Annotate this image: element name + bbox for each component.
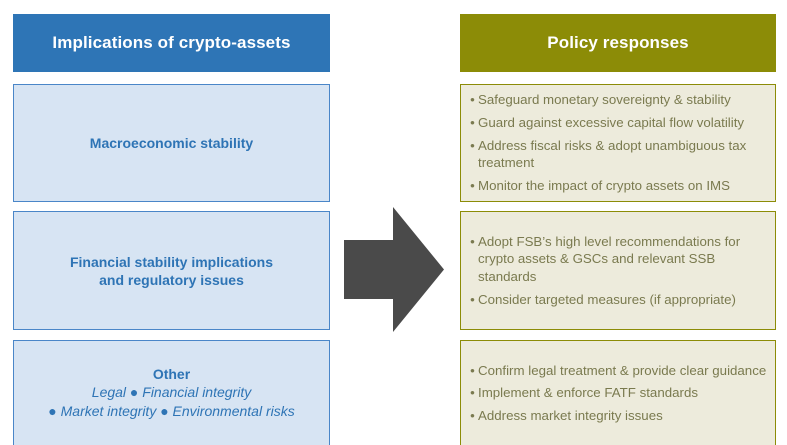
right-block-arrow-icon — [344, 207, 444, 332]
list-item-label: Monitor the impact of crypto assets on I… — [478, 178, 731, 194]
list-item: • Confirm legal treatment & provide clea… — [467, 362, 767, 380]
list-item: • Safeguard monetary sovereignty & stabi… — [467, 91, 767, 109]
list-item: • Guard against excessive capital flow v… — [467, 114, 767, 132]
bullet-icon: • — [470, 92, 475, 108]
implication-box-title: Other — [152, 366, 191, 382]
bullet-icon: • — [470, 178, 475, 194]
left-column-header-label: Implications of crypto-assets — [52, 33, 291, 52]
implication-box-financial-stability: Financial stability implications and reg… — [13, 211, 330, 330]
implication-box-title-line2: and regulatory issues — [99, 271, 244, 288]
implication-box-macroeconomic-stability: Macroeconomic stability — [13, 84, 330, 202]
implication-box-subtitle-line1: Legal ● Financial integrity — [91, 384, 252, 400]
right-block-arrow — [344, 207, 444, 332]
list-item-label: Implement & enforce FATF standards — [478, 385, 698, 401]
implication-box-subtitle-line2: ● Market integrity ● Environmental risks — [48, 403, 295, 419]
list-item: • Address market integrity issues — [467, 407, 767, 425]
policy-box-financial-stability: • Adopt FSB’s high level recommendations… — [460, 211, 776, 330]
list-item-label: Consider targeted measures (if appropria… — [478, 291, 736, 307]
bullet-icon: • — [470, 385, 475, 401]
bullet-icon: • — [470, 233, 475, 249]
right-column-header: Policy responses — [460, 14, 776, 72]
implication-box-other: Other Legal ● Financial integrity ● Mark… — [13, 340, 330, 445]
bullet-icon: • — [470, 407, 475, 423]
list-item: • Consider targeted measures (if appropr… — [467, 291, 767, 309]
bullet-icon: • — [470, 115, 475, 131]
list-item-label: Guard against excessive capital flow vol… — [478, 115, 745, 131]
list-item: • Adopt FSB’s high level recommendations… — [467, 233, 767, 286]
bullet-icon: • — [470, 291, 475, 307]
implication-box-title: Macroeconomic stability — [89, 135, 254, 151]
list-item: • Address fiscal risks & adopt unambiguo… — [467, 137, 767, 172]
list-item-label: Confirm legal treatment & provide clear … — [478, 362, 767, 378]
policy-box-other: • Confirm legal treatment & provide clea… — [460, 340, 776, 445]
list-item: • Implement & enforce FATF standards — [467, 384, 767, 402]
right-column-header-label: Policy responses — [547, 33, 689, 52]
implication-box-title-line1: Financial stability implications — [69, 253, 274, 270]
bullet-icon: • — [470, 137, 475, 153]
left-column-header: Implications of crypto-assets — [13, 14, 330, 72]
list-item-label: Safeguard monetary sovereignty & stabili… — [478, 92, 731, 108]
list-item-label: Address market integrity issues — [478, 407, 663, 423]
list-item: • Monitor the impact of crypto assets on… — [467, 177, 767, 195]
policy-box-macroeconomic: • Safeguard monetary sovereignty & stabi… — [460, 84, 776, 202]
bullet-icon: • — [470, 362, 475, 378]
list-item-label: Adopt FSB’s high level recommendations f… — [478, 233, 741, 284]
list-item-label: Address fiscal risks & adopt unambiguous… — [478, 137, 747, 171]
